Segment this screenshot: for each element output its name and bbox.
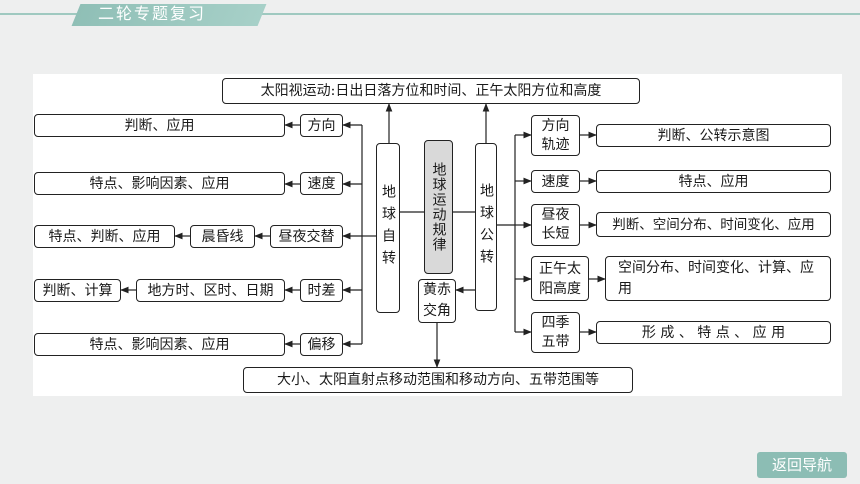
time-use-box: 判断、计算: [34, 279, 121, 302]
local-time-box: 地方时、区时、日期: [136, 279, 285, 302]
earth-rotation-box: 地球自转: [376, 143, 400, 313]
seasons-zones-box: 四季五带: [531, 312, 580, 353]
earth-rotation-label: 地球自转: [380, 184, 396, 272]
summary-bottom-box: 大小、太阳直射点移动范围和移动方向、五带范围等: [243, 367, 633, 393]
terminator-box: 晨昏线: [190, 225, 255, 248]
noon-sun-altitude-box: 正午太阳高度: [531, 256, 589, 301]
earth-motion-laws-box: 地球运动规律: [424, 140, 453, 274]
header-title: 二轮专题复习: [98, 4, 207, 23]
rotation-speed-box: 速度: [300, 172, 343, 195]
day-night-alternation-box: 昼夜交替: [270, 225, 343, 248]
earth-revolution-box: 地球公转: [475, 143, 497, 311]
day-length-use-box: 判断、空间分布、时间变化、应用: [596, 212, 831, 237]
obliquity-box: 黄赤交角: [418, 279, 456, 323]
header-rule: [0, 13, 860, 15]
back-to-nav-button[interactable]: 返回导航: [757, 452, 847, 478]
earth-revolution-label: 地球公转: [478, 183, 494, 271]
direction-use-box: 判断、应用: [34, 114, 285, 137]
day-length-box: 昼夜长短: [531, 204, 580, 246]
sun-apparent-motion-box: 太阳视运动:日出日落方位和时间、正午太阳方位和高度: [222, 78, 640, 104]
orbit-use-box: 判断、公转示意图: [596, 124, 831, 147]
time-difference-box: 时差: [300, 279, 343, 302]
deflection-box: 偏移: [300, 333, 343, 356]
orbit-direction-box: 方向轨迹: [531, 115, 580, 156]
terminator-use-box: 特点、判断、应用: [34, 225, 175, 248]
seasons-use-box: 形 成 、 特 点 、 应 用: [596, 321, 831, 344]
speed-use-box: 特点、影响因素、应用: [34, 172, 285, 195]
deflection-use-box: 特点、影响因素、应用: [34, 333, 285, 356]
revolution-speed-box: 速度: [531, 170, 580, 193]
rotation-direction-box: 方向: [300, 114, 343, 137]
noon-altitude-use-box: 空间分布、时间变化、计算、应用: [605, 256, 831, 301]
revolution-speed-use-box: 特点、应用: [596, 170, 831, 193]
earth-motion-laws-label: 地球运动规律: [430, 162, 447, 252]
